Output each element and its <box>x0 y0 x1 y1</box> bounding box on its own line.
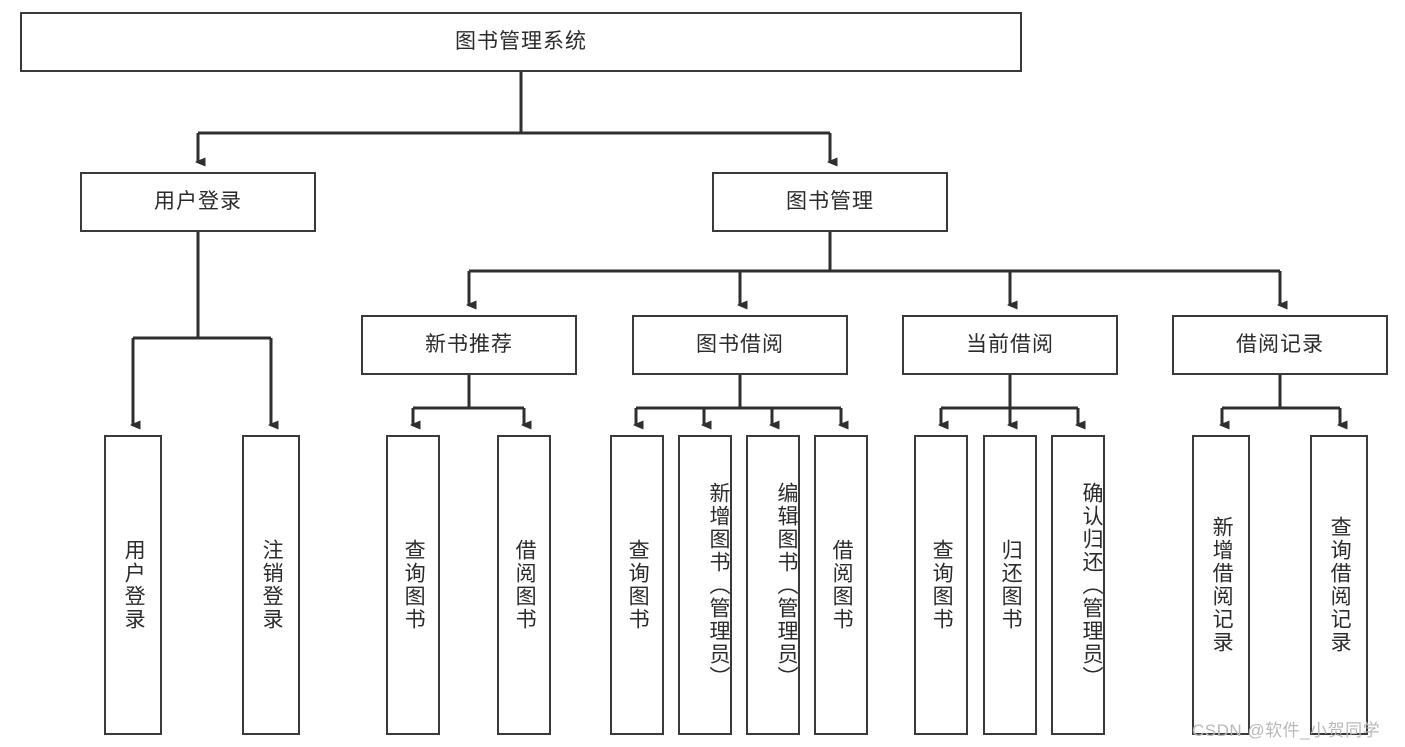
leaf-query-book-2-label: 查询图书 <box>626 539 650 631</box>
leaf-query-record-label: 查询借阅记录 <box>1328 516 1352 654</box>
leaf-borrow-book-2[interactable]: 借阅图书 <box>814 435 868 735</box>
node-new-book-recommend-label: 新书推荐 <box>425 333 513 357</box>
leaf-logout[interactable]: 注销登录 <box>242 435 300 735</box>
leaf-return-book-label: 归还图书 <box>999 539 1023 631</box>
leaf-query-book-2[interactable]: 查询图书 <box>610 435 664 735</box>
leaf-logout-label: 注销登录 <box>260 539 284 631</box>
node-user-login-label: 用户登录 <box>154 190 242 214</box>
leaf-user-login[interactable]: 用户登录 <box>104 435 162 735</box>
node-book-manage-label: 图书管理 <box>786 190 874 214</box>
node-current-borrow[interactable]: 当前借阅 <box>902 315 1118 375</box>
leaf-edit-book[interactable]: 编辑图书（管理员） <box>746 435 800 735</box>
node-current-borrow-label: 当前借阅 <box>966 333 1054 357</box>
leaf-confirm-return-label: 确认归还（管理员） <box>1080 481 1103 689</box>
node-borrow-record-label: 借阅记录 <box>1236 333 1324 357</box>
node-user-login[interactable]: 用户登录 <box>80 172 316 232</box>
leaf-query-book-1-label: 查询图书 <box>402 539 426 631</box>
leaf-confirm-return[interactable]: 确认归还（管理员） <box>1051 435 1105 735</box>
leaf-return-book[interactable]: 归还图书 <box>983 435 1037 735</box>
leaf-query-book-1[interactable]: 查询图书 <box>386 435 440 735</box>
leaf-add-record[interactable]: 新增借阅记录 <box>1192 435 1250 735</box>
leaf-borrow-book-1-label: 借阅图书 <box>513 539 537 631</box>
leaf-edit-book-label: 编辑图书（管理员） <box>775 481 798 689</box>
leaf-add-book-label: 新增图书（管理员） <box>707 481 730 689</box>
leaf-add-record-label: 新增借阅记录 <box>1210 516 1234 654</box>
node-borrow-record[interactable]: 借阅记录 <box>1172 315 1388 375</box>
leaf-borrow-book-1[interactable]: 借阅图书 <box>497 435 551 735</box>
node-book-manage[interactable]: 图书管理 <box>712 172 948 232</box>
csdn-watermark: CSDN @软件_小贺同学 <box>1192 721 1381 740</box>
leaf-user-login-label: 用户登录 <box>122 539 146 631</box>
leaf-borrow-book-2-label: 借阅图书 <box>830 539 854 631</box>
leaf-query-book-3-label: 查询图书 <box>930 539 954 631</box>
node-root[interactable]: 图书管理系统 <box>20 12 1022 72</box>
node-book-borrow[interactable]: 图书借阅 <box>632 315 848 375</box>
leaf-add-book[interactable]: 新增图书（管理员） <box>678 435 732 735</box>
node-new-book-recommend[interactable]: 新书推荐 <box>361 315 577 375</box>
leaf-query-record[interactable]: 查询借阅记录 <box>1310 435 1368 735</box>
node-root-label: 图书管理系统 <box>455 30 587 54</box>
leaf-query-book-3[interactable]: 查询图书 <box>914 435 968 735</box>
node-book-borrow-label: 图书借阅 <box>696 333 784 357</box>
